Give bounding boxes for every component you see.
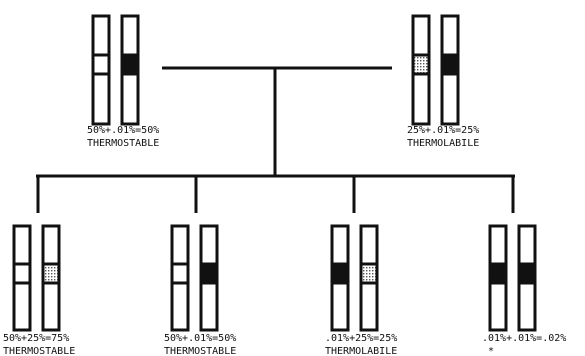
offspring-4-phenotype: * — [488, 346, 494, 356]
band-black — [330, 262, 350, 285]
offspring-2-formula: 50%+.01%=50% — [164, 333, 236, 344]
pedigree-lines — [36, 66, 515, 213]
parent-1-phenotype: THERMOSTABLE — [87, 138, 159, 149]
band-dotted — [359, 262, 379, 285]
chromosome — [488, 224, 508, 332]
chromosome — [359, 224, 379, 332]
offspring-4-chromosome-pair — [488, 224, 537, 332]
parent-2-phenotype: THERMOLABILE — [407, 138, 479, 149]
offspring-3-phenotype: THERMOLABILE — [325, 346, 397, 356]
offspring-1-formula: 50%+25%=75% — [3, 333, 69, 344]
offspring-3-chromosome-pair — [330, 224, 379, 332]
chromosome — [170, 224, 190, 332]
offspring-2-phenotype: THERMOSTABLE — [164, 346, 236, 356]
chromosome — [440, 14, 460, 126]
parent-1-chromosome-pair — [91, 14, 140, 126]
chromosome — [91, 14, 111, 126]
offspring-labels: 50%+25%=75% THERMOSTABLE 50%+.01%=50% TH… — [3, 333, 566, 356]
offspring-4-formula: .01%+.01%=.02% — [482, 333, 566, 344]
parent-labels: 50%+.01%=50% THERMOSTABLE 25%+.01%=25% T… — [87, 125, 479, 149]
band-black — [199, 262, 219, 285]
offspring-1-phenotype: THERMOSTABLE — [3, 346, 75, 356]
band-black — [120, 53, 140, 76]
band-dotted — [41, 262, 61, 285]
band-black — [488, 262, 508, 285]
chromosome — [411, 14, 431, 126]
chromosome — [199, 224, 219, 332]
band-black — [440, 53, 460, 76]
parent-2-chromosome-pair — [411, 14, 460, 126]
chromosome — [41, 224, 61, 332]
offspring-3-formula: .01%+25%=25% — [325, 333, 397, 344]
parent-2-formula: 25%+.01%=25% — [407, 125, 479, 136]
band-dotted — [411, 53, 431, 76]
offspring-2-chromosome-pair — [170, 224, 219, 332]
chromosome — [12, 224, 32, 332]
chromosome — [120, 14, 140, 126]
offspring-1-chromosome-pair — [12, 224, 61, 332]
band-white — [91, 53, 111, 76]
parent-1-formula: 50%+.01%=50% — [87, 125, 159, 136]
chromosome-pairs — [12, 14, 537, 332]
band-white — [12, 262, 32, 285]
band-black — [517, 262, 537, 285]
chromosome — [517, 224, 537, 332]
chromosome — [330, 224, 350, 332]
band-white — [170, 262, 190, 285]
